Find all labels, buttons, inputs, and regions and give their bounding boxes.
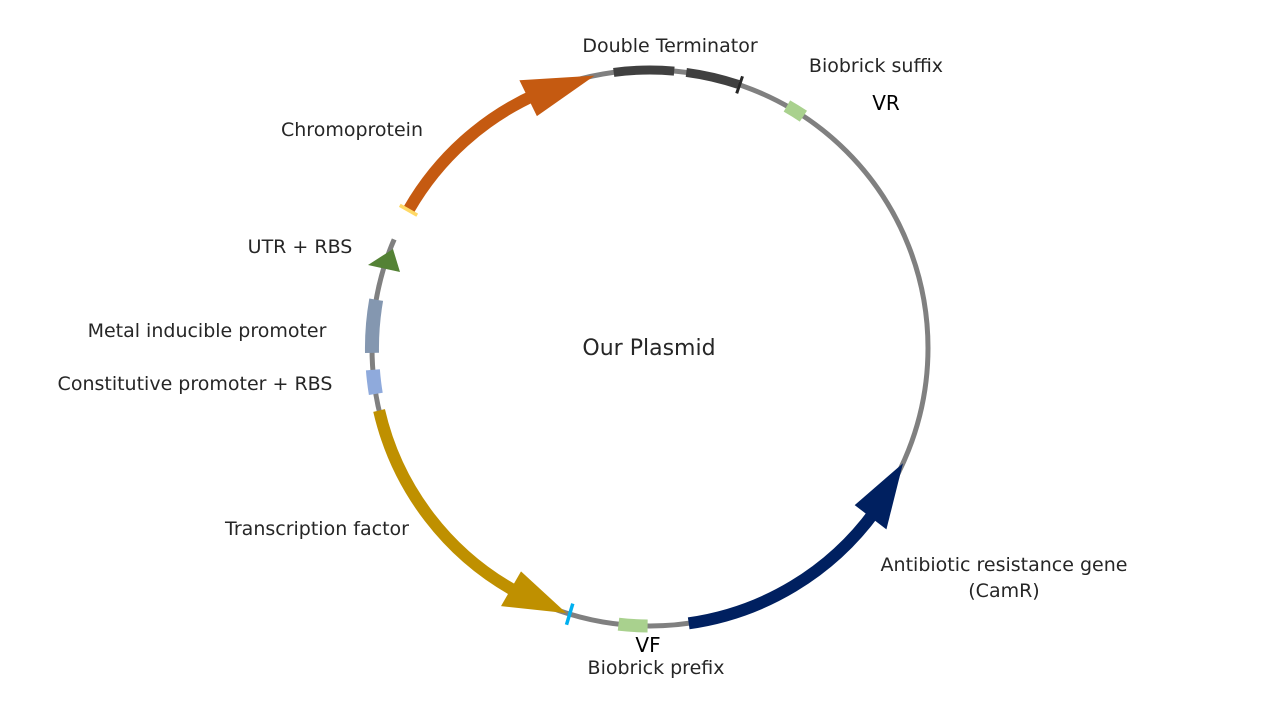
transcription-factor-arrow-head: [501, 571, 567, 614]
metal-inducible-promoter-label: Metal inducible promoter: [88, 320, 327, 342]
terminator-block-2: [685, 67, 740, 89]
transcription-factor-label: Transcription factor: [224, 518, 409, 540]
constitutive-promoter-block: [365, 369, 383, 396]
biobrick-suffix-label: Biobrick suffix: [809, 55, 943, 77]
double-terminator-label: Double Terminator: [582, 35, 757, 57]
terminator-block-1: [613, 65, 675, 77]
chromoprotein-label: Chromoprotein: [281, 119, 423, 141]
metal-inducible-promoter-block: [364, 298, 384, 354]
antibiotic-resistance-sublabel: (CamR): [968, 580, 1039, 602]
chromoprotein-arrow-head: [519, 75, 595, 117]
transcription-factor-arrow: [373, 409, 575, 626]
chromoprotein-arrow-body: [404, 88, 540, 213]
chromoprotein-start-scar: [398, 203, 419, 217]
double-terminator-feature: [613, 65, 744, 94]
transcription-factor-end-scar: [564, 603, 575, 626]
plasmid-name-label: Our Plasmid: [582, 336, 715, 361]
transcription-factor-arrow-body: [373, 409, 523, 599]
utr-rbs-triangle: [368, 249, 400, 272]
biobrick-prefix-block: [617, 617, 648, 633]
utr-rbs-label: UTR + RBS: [248, 236, 353, 258]
constitutive-promoter-label: Constitutive promoter + RBS: [58, 373, 333, 395]
biobrick-suffix-block: [783, 100, 808, 122]
antibiotic-resistance-label: Antibiotic resistance gene: [881, 554, 1128, 576]
biobrick-prefix-label: Biobrick prefix: [588, 657, 725, 679]
primer-vf-label: VF: [635, 633, 660, 657]
terminator-end-tick: [735, 75, 744, 94]
antibiotic-resistance-arrow: [687, 463, 903, 630]
primer-vr-label: VR: [872, 91, 900, 115]
chromoprotein-arrow: [398, 75, 595, 217]
antibiotic-resistance-arrow-head: [854, 463, 903, 530]
antibiotic-resistance-arrow-body: [687, 507, 880, 630]
